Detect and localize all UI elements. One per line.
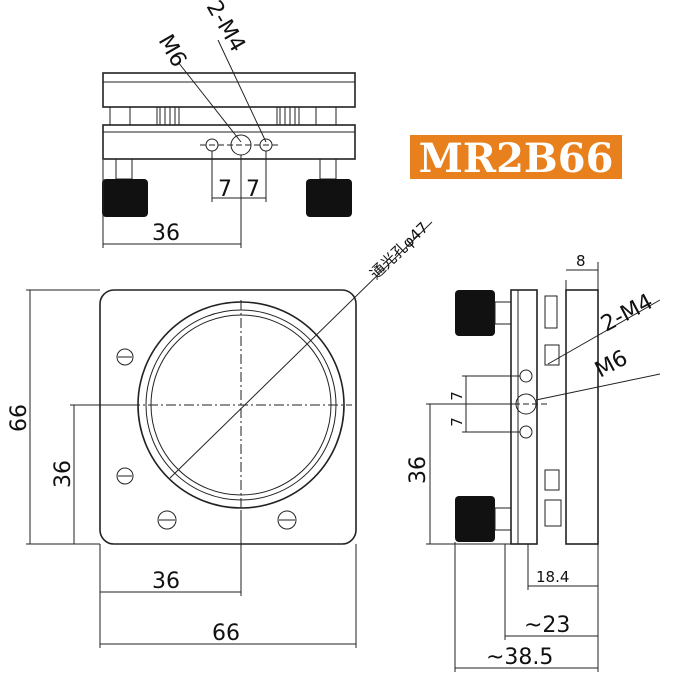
top-callout-m6: M6 [153, 31, 191, 72]
side-dim-18-4: 18.4 [536, 568, 569, 586]
side-dim-8: 8 [576, 252, 586, 270]
model-label: MR2B66 [419, 135, 614, 182]
top-view: 7 7 36 M6 2-M4 [102, 0, 356, 248]
side-dim-38-5: ~38.5 [486, 645, 553, 670]
front-dim-36-vertical: 36 [51, 460, 76, 488]
side-view: 8 2-M4 M6 7 7 36 18.4 ~23 ~38.5 [406, 252, 661, 672]
front-view: 通光孔φ47 66 36 36 66 [7, 219, 433, 648]
top-dim-7b: 7 [246, 177, 260, 202]
front-dim-36-horizontal: 36 [152, 569, 180, 594]
side-callout-2m4: 2-M4 [597, 289, 657, 337]
model-badge: MR2B66 [410, 135, 622, 182]
top-callout-2m4: 2-M4 [201, 0, 250, 57]
front-dim-66-horizontal: 66 [212, 621, 240, 646]
top-dim-7a: 7 [218, 177, 232, 202]
side-dim-7b: 7 [448, 417, 466, 427]
front-dim-66-vertical: 66 [7, 404, 32, 432]
side-dim-7a: 7 [448, 391, 466, 401]
side-dim-36: 36 [406, 456, 431, 484]
aperture-label: 通光孔φ47 [366, 219, 432, 283]
side-dim-23: ~23 [524, 613, 570, 638]
top-dim-36: 36 [152, 221, 180, 246]
